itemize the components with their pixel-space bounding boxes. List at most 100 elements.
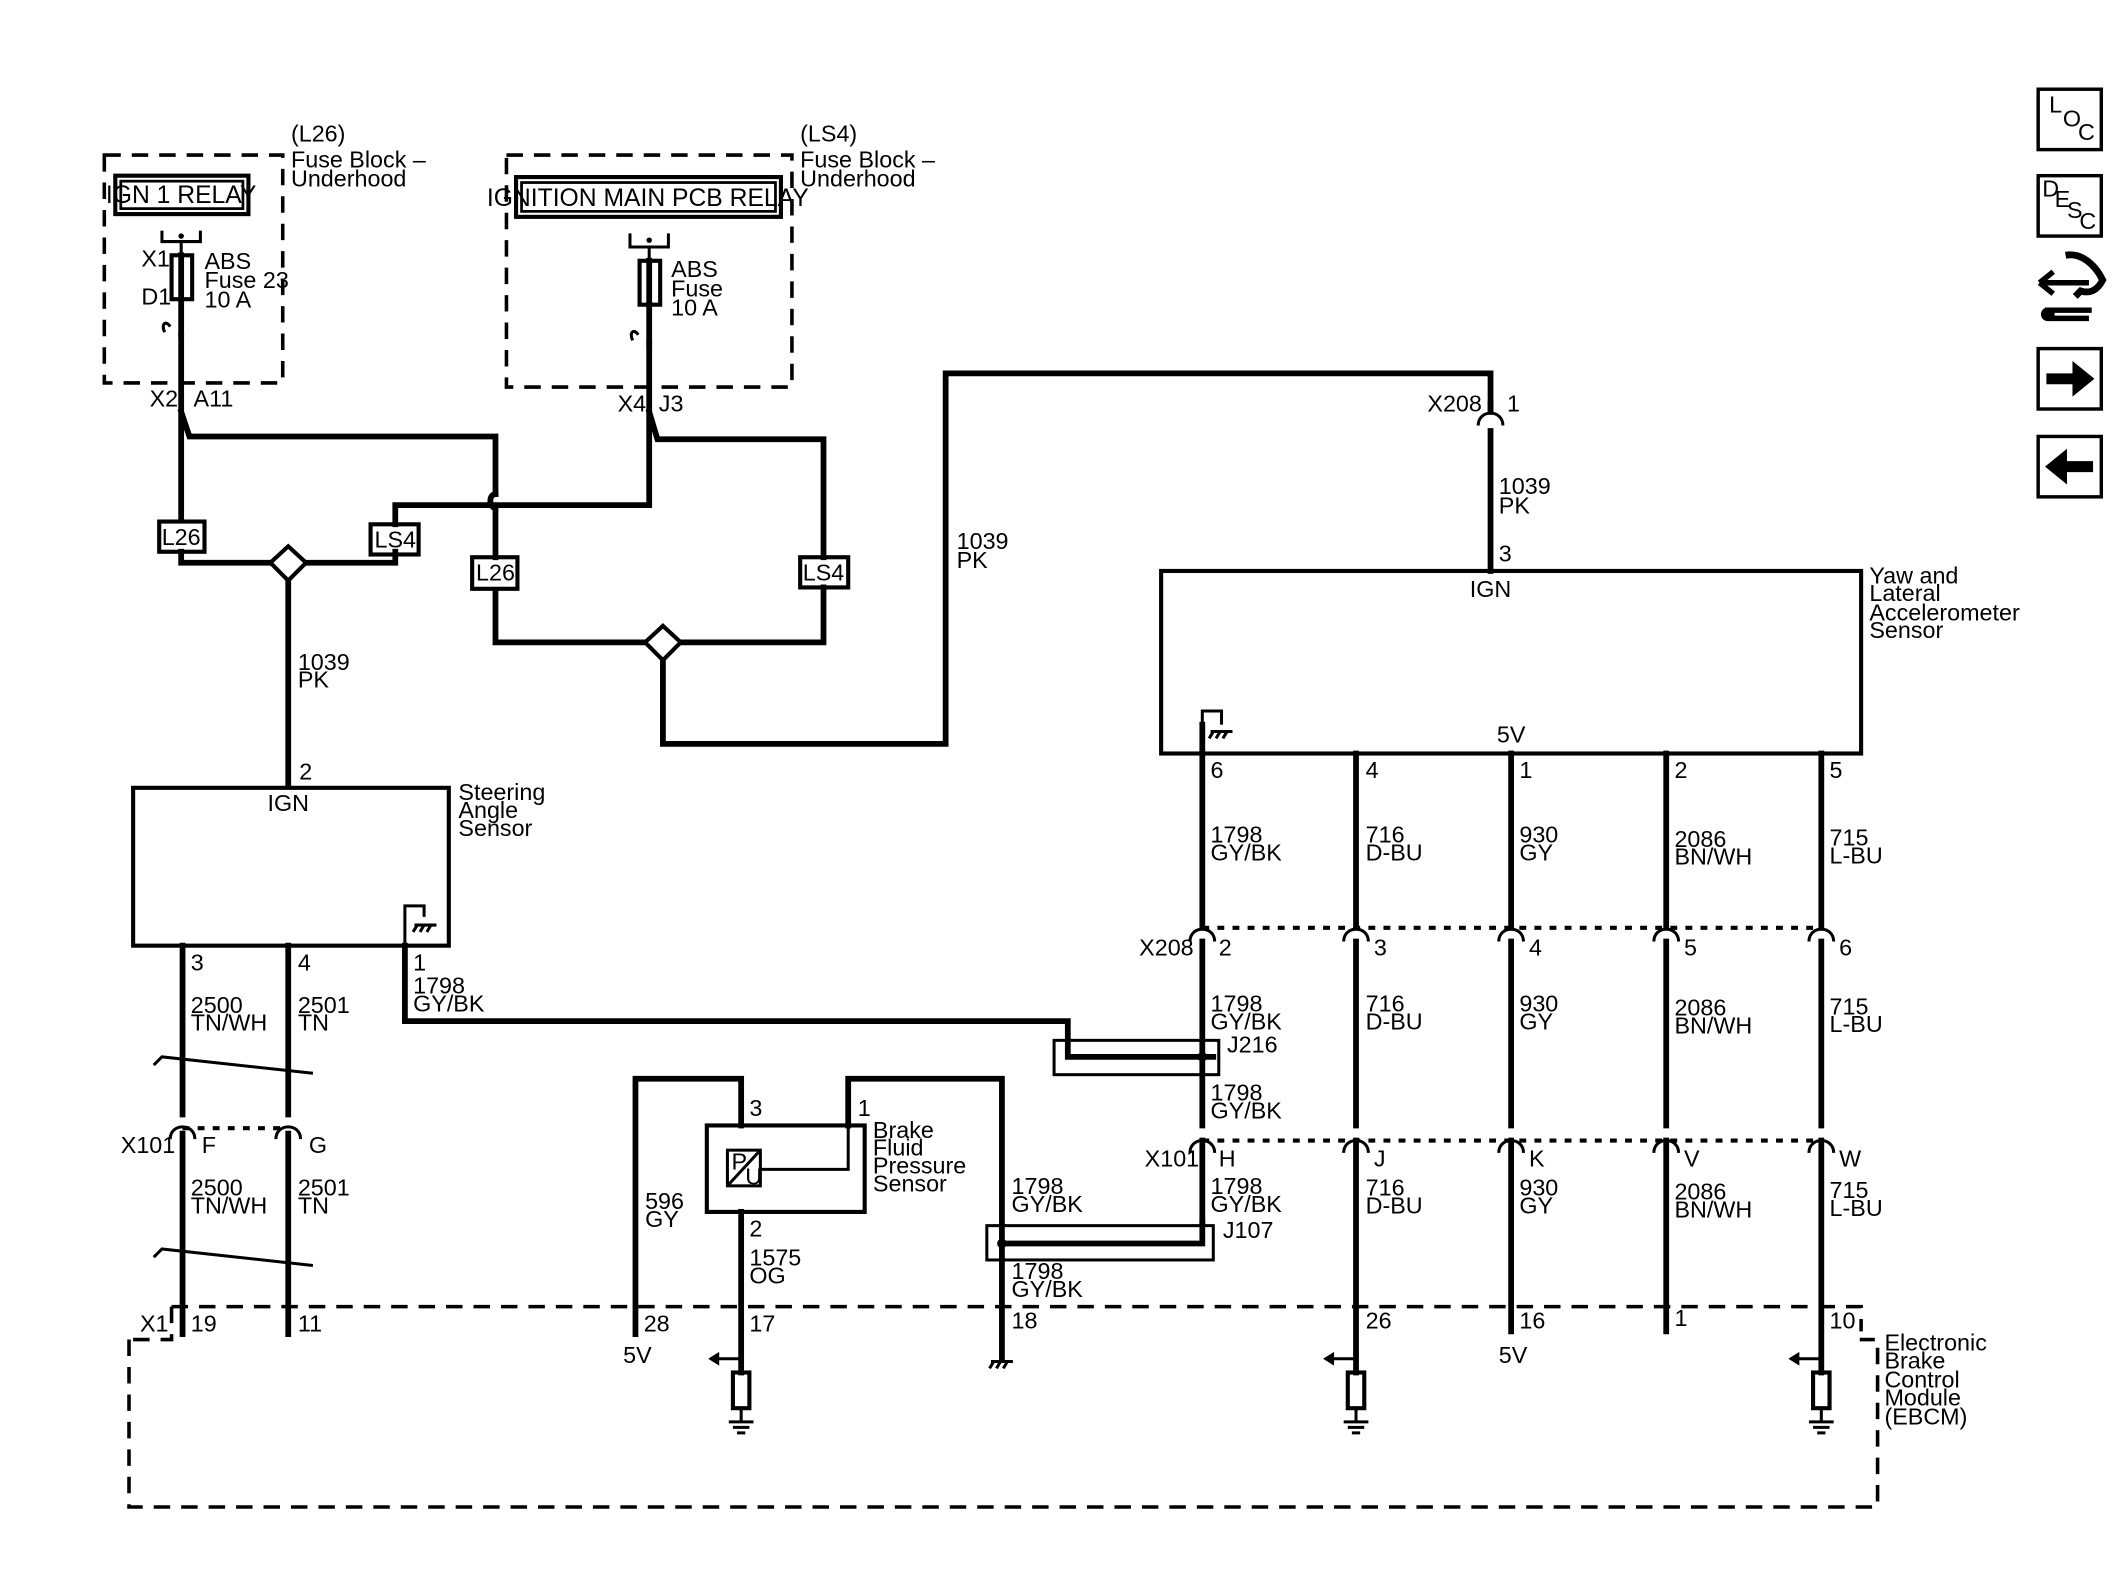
svg-text:H: H	[1219, 1146, 1236, 1172]
steering-name-2: Angle	[458, 797, 518, 823]
svg-text:18: 18	[1012, 1308, 1038, 1334]
svg-text:Control: Control	[1884, 1367, 1959, 1393]
splice-diamond-left	[267, 543, 310, 584]
option-ls4-left: LS4	[375, 527, 417, 553]
brake-fluid-pressure-sensor: P U 3 1 2 Brake Fluid Pressure Sensor	[704, 1095, 966, 1242]
svg-text:3: 3	[1374, 934, 1387, 960]
symbol-p: P	[732, 1148, 748, 1174]
svg-text:L-BU: L-BU	[1830, 842, 1883, 868]
svg-text:2501: 2501	[298, 1174, 350, 1200]
nav-desc-button[interactable]: D E S C	[2036, 173, 2104, 238]
wire-1039-label-b: 1039	[957, 528, 1009, 554]
svg-text:16: 16	[1519, 1308, 1545, 1334]
ebcm-5v-right: 5V	[1499, 1342, 1528, 1368]
pin-x4-label: X4	[618, 391, 647, 417]
steering-ign-pin: 2	[299, 759, 312, 785]
svg-text:BN/WH: BN/WH	[1674, 1012, 1752, 1038]
svg-text:Brake: Brake	[1884, 1347, 1945, 1373]
svg-text:4: 4	[298, 949, 311, 975]
ign1-relay-label: IGN 1 RELAY	[106, 182, 256, 209]
x208-top-label: X208	[1427, 391, 1481, 417]
svg-text:D-BU: D-BU	[1366, 1008, 1423, 1034]
nav-back-button[interactable]	[2036, 434, 2104, 499]
svg-text:G: G	[309, 1132, 327, 1158]
svg-text:10: 10	[1830, 1308, 1856, 1334]
fuse-block-l26-option: (L26)	[291, 120, 345, 146]
option-l26-right: L26	[476, 560, 515, 586]
steering-name-3: Sensor	[458, 815, 532, 841]
fuse-block-ls4-option: (LS4)	[800, 120, 857, 146]
svg-text:GY: GY	[1519, 1192, 1553, 1218]
svg-text:6: 6	[1839, 934, 1852, 960]
svg-text:F: F	[202, 1132, 216, 1158]
nav-loc-button[interactable]: L O C	[2036, 87, 2104, 152]
power-feed-wiring	[177, 332, 1505, 788]
ebcm-5v-left: 5V	[623, 1342, 652, 1368]
yaw-wire-labels: 1798 GY/BK 716 D-BU 930 GY 2086 BN/WH 71…	[1211, 822, 1883, 1223]
svg-text:716: 716	[1366, 991, 1405, 1017]
fuse-block-l26-title-1: Fuse Block –	[291, 146, 426, 172]
svg-text:715: 715	[1830, 1177, 1869, 1203]
yaw-ign-pin: 3	[1499, 540, 1512, 566]
svg-text:GY: GY	[1519, 840, 1553, 866]
svg-text:1798: 1798	[1012, 1258, 1064, 1284]
svg-text:C: C	[2079, 208, 2096, 234]
svg-text:1: 1	[858, 1095, 871, 1121]
svg-text:L-BU: L-BU	[1830, 1011, 1883, 1037]
steering-ign-label: IGN	[267, 790, 308, 816]
svg-text:11: 11	[298, 1310, 322, 1336]
wire-1039-label-a: 1039	[298, 649, 350, 675]
svg-text:BN/WH: BN/WH	[1674, 1196, 1752, 1222]
steering-angle-sensor: IGN 2 Steering Angle Sensor	[131, 759, 545, 948]
nav-forward-button[interactable]	[2036, 346, 2104, 411]
svg-text:Brake: Brake	[873, 1117, 934, 1143]
connector-x101-right: X101	[1145, 1138, 1836, 1172]
svg-text:D-BU: D-BU	[1366, 1192, 1423, 1218]
ls4-fuse-name: ABS	[671, 256, 718, 282]
svg-text:GY/BK: GY/BK	[1012, 1276, 1084, 1302]
svg-text:2501: 2501	[298, 992, 350, 1018]
svg-text:GY/BK: GY/BK	[413, 991, 485, 1017]
fuse-block-l26: IGN 1 RELAY (L26) Fuse Block – Underhood…	[102, 120, 426, 411]
svg-text:GY/BK: GY/BK	[1211, 1191, 1283, 1217]
svg-text:GY: GY	[1519, 1008, 1553, 1034]
svg-text:1798: 1798	[1211, 991, 1263, 1017]
wire-1039-label-c: 1039	[1499, 473, 1551, 499]
svg-text:1: 1	[1519, 757, 1532, 783]
desc-icon: D	[2042, 175, 2059, 201]
yaw-pin-numbers: 6 4 1 2 5 2 3 4 5 6 H J K V W	[1211, 757, 1862, 1171]
ls4-fuse-rating: 10 A	[671, 295, 718, 321]
connector-end-view-icon[interactable]	[2037, 251, 2107, 322]
svg-text:4: 4	[1366, 757, 1379, 783]
svg-text:(EBCM): (EBCM)	[1884, 1404, 1967, 1430]
svg-text:930: 930	[1519, 1174, 1558, 1200]
option-l26-left: L26	[162, 524, 201, 550]
svg-text:2086: 2086	[1674, 1179, 1726, 1205]
svg-text:17: 17	[749, 1310, 775, 1336]
svg-text:28: 28	[644, 1310, 670, 1336]
svg-text:596: 596	[645, 1188, 684, 1214]
symbol-u: U	[745, 1163, 762, 1189]
yaw-name-2: Lateral	[1869, 580, 1940, 606]
yaw-name-1: Yaw and	[1869, 562, 1958, 588]
splice-j216-label: J216	[1227, 1032, 1278, 1058]
svg-text:715: 715	[1830, 993, 1869, 1019]
svg-text:5: 5	[1830, 757, 1843, 783]
svg-text:930: 930	[1519, 822, 1558, 848]
yaw-name-3: Accelerometer	[1869, 599, 2020, 625]
splice-diamond-right	[642, 623, 684, 664]
splice-j107-label: J107	[1223, 1217, 1274, 1243]
x208-label: X208	[1139, 934, 1193, 960]
svg-text:2: 2	[1674, 757, 1687, 783]
svg-text:OG: OG	[749, 1262, 785, 1288]
fuse-block-ls4-title-1: Fuse Block –	[800, 146, 935, 172]
x208-top-pin: 1	[1507, 391, 1520, 417]
connector-x208: X208	[1139, 925, 1836, 960]
fuse-block-l26-title-2: Underhood	[291, 166, 406, 192]
arrow-left-icon	[2045, 448, 2094, 485]
svg-text:GY/BK: GY/BK	[1012, 1191, 1084, 1217]
svg-text:1: 1	[1674, 1305, 1687, 1331]
svg-text:3: 3	[749, 1095, 762, 1121]
pin-x1-label: X1	[141, 245, 170, 271]
